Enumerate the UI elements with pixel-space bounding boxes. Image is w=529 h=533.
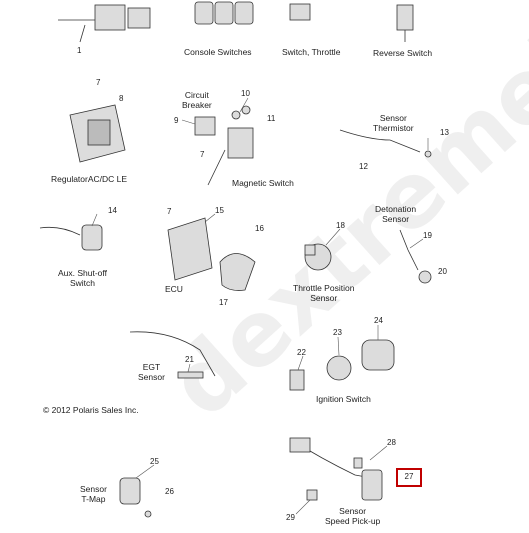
label-egt-sensor: EGT Sensor xyxy=(138,362,165,382)
part-number: 21 xyxy=(185,355,194,364)
part-number: 14 xyxy=(108,206,117,215)
part-number: 22 xyxy=(297,348,306,357)
label-throttle-position: Throttle Position Sensor xyxy=(293,283,355,303)
part-number: 7 xyxy=(167,207,172,216)
part-number: 12 xyxy=(359,162,368,171)
part-number: 16 xyxy=(255,224,264,233)
part-number: 8 xyxy=(119,94,124,103)
part-number: 10 xyxy=(241,89,250,98)
label-switch-throttle: Switch, Throttle xyxy=(282,47,341,57)
aux-shutoff-part xyxy=(39,224,103,251)
part-number: 17 xyxy=(219,298,228,307)
part-number: 11 xyxy=(267,114,276,123)
label-regulator: RegulatorAC/DC LE xyxy=(51,174,128,184)
label-aux-shutoff: Aux. Shut-off Switch xyxy=(58,268,107,288)
part-number: 1 xyxy=(77,46,82,55)
part-number: 28 xyxy=(387,438,396,447)
part-number: 18 xyxy=(336,221,345,230)
copyright-text: © 2012 Polaris Sales Inc. xyxy=(43,405,139,415)
part-number: 24 xyxy=(374,316,383,325)
label-ignition-switch: Ignition Switch xyxy=(316,394,371,404)
part-number: 15 xyxy=(215,206,224,215)
part-number: 20 xyxy=(438,267,447,276)
part-number: 23 xyxy=(333,328,342,337)
egt-part xyxy=(129,331,216,379)
tps-part xyxy=(304,243,332,271)
regulator-part xyxy=(69,104,126,163)
tmap-part xyxy=(119,477,152,518)
part-number: 7 xyxy=(200,150,205,159)
reverse-switch-part xyxy=(396,4,414,42)
detonation-part xyxy=(399,229,432,284)
label-sensor-speed: Sensor Speed Pick-up xyxy=(325,506,381,526)
label-sensor-thermistor: Sensor Thermistor xyxy=(373,113,414,133)
part-number: 9 xyxy=(174,116,179,125)
label-console-switches: Console Switches xyxy=(184,47,252,57)
label-reverse-switch: Reverse Switch xyxy=(373,48,433,58)
part-number: 26 xyxy=(165,487,174,496)
part-number: 29 xyxy=(286,513,295,522)
label-ecu: ECU xyxy=(165,284,183,294)
label-magnetic-switch: Magnetic Switch xyxy=(232,178,294,188)
thermistor-part xyxy=(339,129,432,158)
part-number: 13 xyxy=(440,128,449,137)
label-sensor-tmap: Sensor T-Map xyxy=(80,484,107,504)
part-number: 19 xyxy=(423,231,432,240)
console-switches-part xyxy=(194,1,254,25)
harness-part xyxy=(58,4,151,43)
speed-pickup-part xyxy=(289,437,383,501)
label-detonation-sensor: Detonation Sensor xyxy=(375,204,417,224)
throttle-switch-part xyxy=(289,3,311,21)
highlighted-part-number[interactable]: 27 xyxy=(396,468,422,487)
magnetic-switch-part xyxy=(194,105,254,186)
part-number: 7 xyxy=(96,78,101,87)
label-circuit-breaker: Circuit Breaker xyxy=(182,90,212,110)
part-number: 25 xyxy=(150,457,159,466)
ecu-part xyxy=(167,217,256,291)
